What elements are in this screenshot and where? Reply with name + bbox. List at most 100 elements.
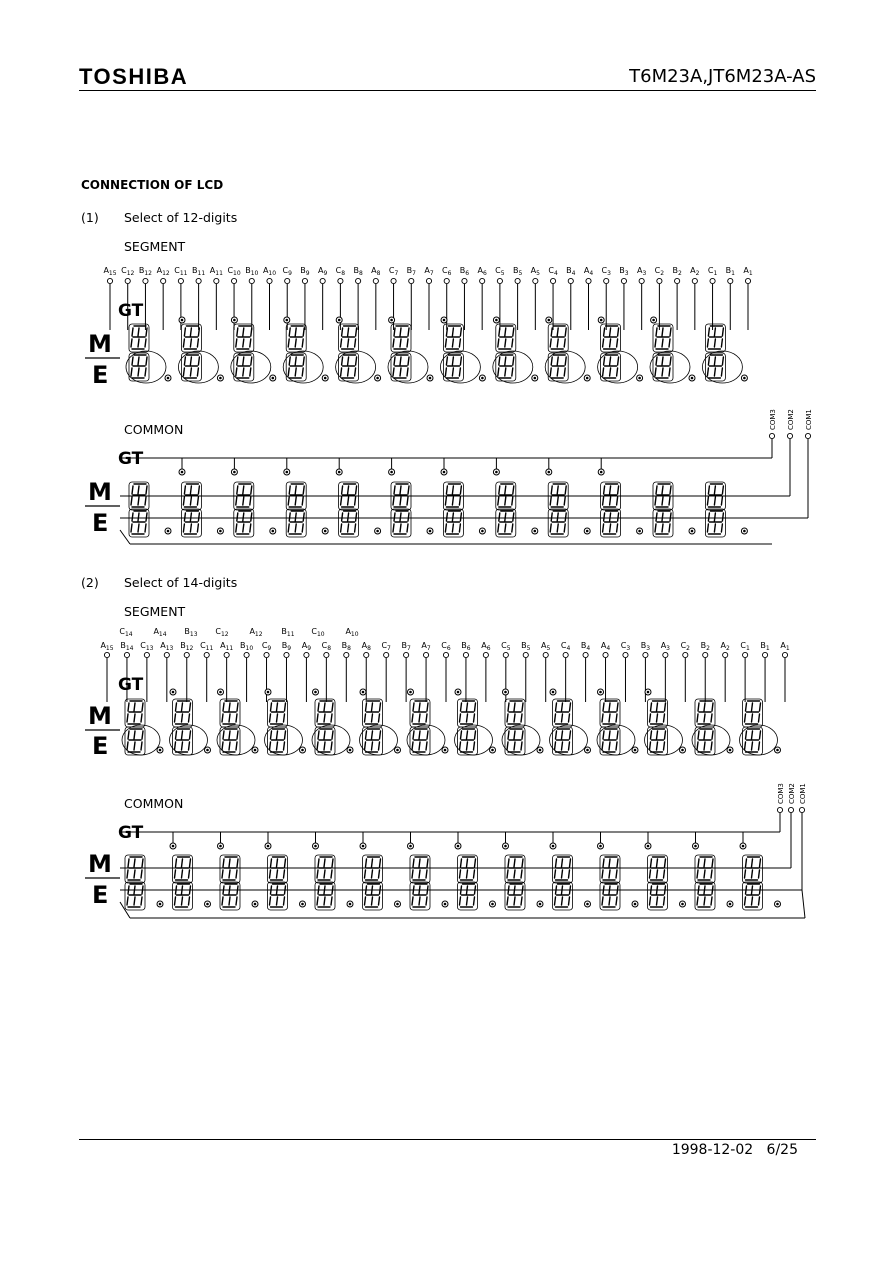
digit-segment [608, 485, 612, 495]
digit-segment [268, 869, 272, 879]
digit-segment [346, 356, 350, 366]
digit-segment [616, 327, 620, 337]
digit-segment [302, 327, 305, 337]
digit-segment [426, 858, 429, 868]
digit-12-ring [649, 350, 691, 384]
digit-segment [283, 730, 287, 740]
digit-segment [458, 741, 462, 751]
gt-dot-12-core [442, 318, 446, 322]
pin-14-A11 [223, 651, 230, 659]
e-bus-drop-12 [119, 529, 131, 545]
digit-segment [556, 327, 559, 337]
digit-segment [133, 702, 136, 712]
digit-segment [340, 356, 344, 366]
digit-frame [124, 881, 146, 911]
e-dot-14-core [301, 748, 304, 752]
e-dot-12c-core [585, 529, 589, 533]
digit-segment [615, 496, 619, 506]
digit-frame [285, 352, 307, 382]
pin-label-12-C1: C1 [708, 266, 718, 277]
pin-label-14-A2: A2 [721, 641, 730, 652]
digit-segment [302, 485, 305, 495]
digit-segment [411, 741, 414, 751]
pin-12-A3 [638, 277, 645, 285]
digit-segment [377, 741, 381, 751]
digit-segment [564, 327, 567, 337]
digit-segment [655, 702, 659, 712]
digit-segment [236, 327, 239, 337]
footer-page: 6/25 [766, 1142, 798, 1158]
digit-segment [287, 338, 290, 348]
digit-segment [513, 713, 516, 723]
digit-frame [652, 352, 674, 382]
digit-segment [564, 356, 567, 366]
pin-12-C3 [603, 277, 610, 285]
digit-segment [339, 523, 343, 533]
e-dot-14-core [158, 748, 162, 752]
pin-14-A15 [103, 651, 111, 659]
digit-segment [655, 485, 658, 495]
pin-label-14-C1: C1 [740, 641, 750, 652]
digit-segment [616, 702, 619, 712]
pin-14-B4 [582, 651, 589, 659]
digit-segment [294, 327, 297, 337]
digit-segment [236, 885, 239, 895]
digit-segment [144, 338, 147, 348]
digit-12-lower [442, 352, 464, 382]
digit-segment [197, 485, 201, 495]
digit-segment [465, 730, 469, 740]
digit-segment [703, 896, 706, 906]
digit-segment [465, 869, 469, 879]
digit-segment [568, 730, 572, 740]
digit-segment [196, 367, 200, 377]
digit-segment [711, 858, 714, 868]
e-dot-12-core [166, 376, 170, 380]
digit-segment [364, 858, 368, 868]
pin-label-14-B2: B2 [701, 641, 711, 652]
digit-segment [235, 713, 238, 723]
digit-segment [513, 741, 516, 751]
pin-12-C4 [550, 277, 557, 285]
pin-label-14-A5: A5 [541, 641, 550, 652]
pin-label-12-B7: B7 [407, 266, 417, 277]
gt-dot-14c-core [219, 844, 222, 848]
pin-12-C9 [284, 277, 291, 285]
pin-12-B2 [674, 277, 681, 285]
pin-14-C8 [323, 651, 330, 659]
digit-segment [661, 523, 664, 533]
gt-dot-12-core [495, 318, 498, 322]
digit-segment [608, 523, 612, 533]
digit-segment [174, 858, 178, 868]
digit-segment [713, 485, 717, 495]
digit-segment [608, 858, 611, 868]
digit-segment [710, 713, 713, 723]
digit-segment [697, 885, 700, 895]
digit-segment [182, 496, 186, 506]
digit-12-lower [600, 352, 621, 382]
digit-segment [445, 327, 449, 337]
digit-segment [757, 869, 761, 879]
gt-dot-14-core [504, 690, 507, 694]
pin-label-14-B4: B4 [581, 641, 591, 652]
digit-segment [451, 356, 455, 366]
digit-segment [197, 512, 201, 522]
digit-frame [742, 881, 763, 911]
gt-dot-12-core [547, 318, 551, 322]
pin-top-label-14-C14: C14 [119, 627, 132, 638]
digit-segment [459, 730, 463, 740]
digit-segment [418, 896, 421, 906]
digit-segment [331, 858, 334, 868]
digit-segment [750, 730, 754, 740]
digit-segment [331, 730, 334, 740]
digit-segment [459, 512, 463, 522]
digit-segment [370, 869, 374, 879]
digit-segment [655, 730, 659, 740]
digit-segment [393, 485, 396, 495]
pin-12-A15 [106, 277, 114, 285]
digit-segment [556, 523, 559, 533]
digit-frame [124, 854, 146, 884]
gt-dot-12-core [285, 318, 289, 322]
digit-14-ring [311, 724, 351, 756]
digit-segment [418, 885, 421, 895]
